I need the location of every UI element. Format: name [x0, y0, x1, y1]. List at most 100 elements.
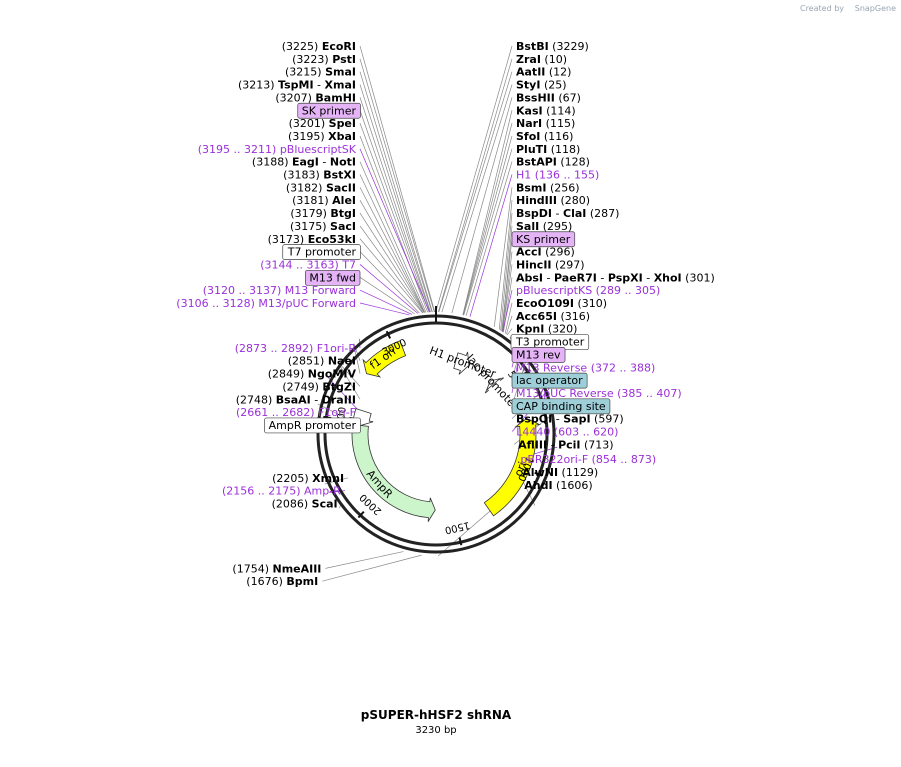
leader-line [359, 212, 425, 313]
leader-line [359, 174, 426, 313]
enzyme-site-label: BsmI (256) [516, 181, 580, 194]
label-text: AbsI - PaeR7I - PspXI - XhoI (301) [516, 271, 715, 284]
label-text: AmpR promoter [269, 419, 357, 432]
label-text: (3181) AleI [292, 194, 356, 207]
label-text: (3188) EagI - NotI [252, 156, 356, 169]
label-text: M13 rev [516, 348, 561, 361]
h1-promoter-feature-arrow [453, 351, 470, 375]
label-text: AflIII - PciI (713) [518, 438, 613, 451]
leader-line [451, 97, 513, 314]
label-text: (3106 .. 3128) M13/pUC Forward [176, 297, 356, 310]
snapgene-brand: SnapGene [855, 4, 896, 13]
enzyme-site-label: (3183) BstXI [283, 169, 356, 182]
leader-line [359, 187, 425, 313]
enzyme-site-label: (3188) EagI - NotI [252, 156, 356, 169]
enzyme-site-label: (1754) NmeAIII [232, 562, 321, 575]
enzyme-site-label: KasI (114) [516, 104, 576, 117]
label-text: (3225) EcoRI [282, 40, 356, 53]
leader-line [337, 361, 361, 400]
leader-line [506, 315, 513, 335]
label-text: (3195) XbaI [288, 130, 356, 143]
label-text: T7 promoter [287, 246, 357, 259]
label-text: (2661 .. 2682) F1ori-F [236, 406, 356, 419]
enzyme-site-label: (2851) NaeI [288, 355, 356, 368]
label-text: T3 promoter [515, 336, 585, 349]
enzyme-site-label: SalI (295) [516, 220, 572, 233]
feature-box-label: M13 rev [511, 347, 566, 363]
feature-box-label: AmpR promoter [264, 417, 361, 434]
leader-line [506, 328, 513, 336]
label-text: (3213) TspMI - XmaI [238, 79, 356, 92]
enzyme-site-label: (3215) SmaI [285, 66, 356, 79]
label-text: SfoI (116) [516, 130, 573, 143]
label-text: (3223) PstI [292, 53, 356, 66]
leader-line [462, 123, 513, 316]
label-text: (2205) XmnI [272, 472, 344, 485]
leader-line [322, 554, 422, 582]
label-text: HindIII (280) [516, 194, 590, 207]
enzyme-site-label: HindIII (280) [516, 194, 590, 207]
leader-line [325, 551, 404, 569]
feature-primer-label: (3120 .. 3137) M13 Forward [203, 284, 356, 297]
enzyme-site-label: (3213) TspMI - XmaI [238, 79, 356, 92]
enzyme-site-label: (3182) SacII [286, 181, 356, 194]
label-text: L4440 (603 .. 620) [516, 426, 618, 439]
label-text: HincII (297) [516, 258, 585, 271]
enzyme-site-label: SfoI (116) [516, 130, 573, 143]
enzyme-site-label: (3195) XbaI [288, 130, 356, 143]
enzyme-site-label: (3225) EcoRI [282, 40, 356, 53]
leader-line [435, 45, 513, 313]
enzyme-site-label: (3207) BamHI [275, 91, 356, 104]
feature-primer-label: (3106 .. 3128) M13/pUC Forward [176, 297, 356, 310]
label-text: AlwNI (1129) [522, 466, 598, 479]
ori-feature-label: ori [512, 460, 529, 478]
enzyme-site-label: (3181) AleI [292, 194, 356, 207]
label-text: Acc65I (316) [516, 310, 590, 323]
leader-line [465, 161, 513, 316]
leader-line [359, 161, 427, 313]
label-text: SK primer [302, 104, 357, 117]
label-text: (3120 .. 3137) M13 Forward [203, 284, 356, 297]
lac-promoter-feature-arrow [484, 377, 504, 394]
leader-line [462, 135, 513, 316]
enzyme-site-label: PluTI (118) [516, 143, 580, 156]
enzyme-site-label: (3173) Eco53kI [268, 233, 356, 246]
enzyme-site-label: (2086) ScaI [272, 498, 338, 511]
label-box [511, 372, 588, 389]
enzyme-site-label: StyI (25) [516, 79, 567, 92]
label-text: ZraI (10) [516, 53, 567, 66]
label-text: KS primer [516, 233, 571, 246]
enzyme-site-label: BspQI - SapI (597) [516, 413, 624, 426]
backbone-inner-strand [323, 321, 549, 547]
label-text: AccI (296) [516, 246, 575, 259]
leader-line [359, 302, 410, 316]
feature-box-label: lac operator [511, 372, 588, 389]
enzyme-site-label: AatII (12) [516, 66, 571, 79]
feature-primer-label: (2156 .. 2175) Amp-R [222, 485, 341, 498]
leader-line [462, 110, 513, 316]
label-text: (3144 .. 3163) T7 [260, 258, 356, 271]
label-text: BstBI (3229) [516, 40, 589, 53]
label-text: CAP binding site [516, 400, 606, 413]
feature-primer-label: pBluescriptKS (289 .. 305) [516, 284, 660, 297]
label-text: BsmI (256) [516, 181, 580, 194]
feature-primer-label: M13/pUC Reverse (385 .. 407) [516, 387, 682, 400]
label-text: H1 (136 .. 155) [516, 169, 599, 182]
enzyme-site-label: (2749) BtgZI [282, 380, 356, 393]
leader-line [359, 135, 429, 313]
label-text: (2851) NaeI [288, 355, 356, 368]
label-text: (3215) SmaI [285, 66, 356, 79]
leader-line [359, 45, 436, 313]
leader-line [359, 277, 415, 315]
label-text: (3179) BtgI [290, 207, 356, 220]
leader-line [502, 264, 513, 332]
leader-line [502, 290, 513, 332]
enzyme-site-label: (2748) BsaAI - DraIII [236, 393, 356, 406]
label-text: (2748) BsaAI - DraIII [236, 393, 356, 406]
feature-primer-label: pBR322ori-F (854 .. 873) [520, 453, 656, 466]
feature-box-label: KS primer [511, 231, 576, 248]
label-text: (2156 .. 2175) Amp-R [222, 485, 341, 498]
feature-primer-label: (2873 .. 2892) F1ori-R [235, 342, 357, 355]
